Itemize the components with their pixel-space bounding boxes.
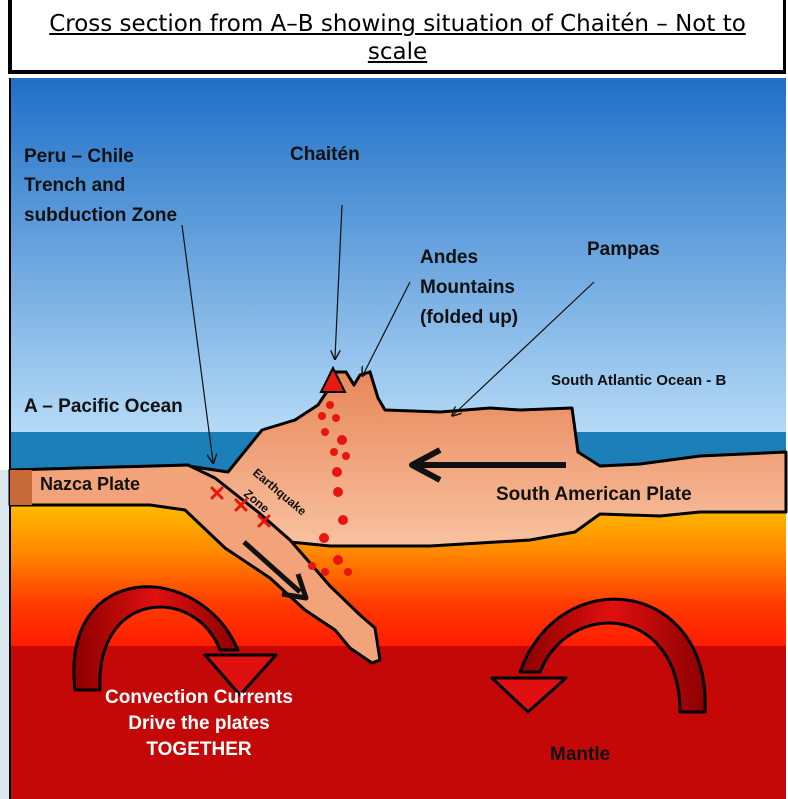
- chaiten-label: Chaitén: [290, 144, 360, 165]
- nazca-plate-label: Nazca Plate: [40, 474, 140, 494]
- mantle-label: Mantle: [550, 744, 610, 765]
- left-edge-line: [9, 78, 11, 799]
- pacific-ocean-label: A – Pacific Ocean: [24, 396, 183, 417]
- nazca-plate-edge: [10, 470, 32, 505]
- left-edge-strip: [0, 470, 10, 799]
- south-american-plate-label: South American Plate: [496, 484, 692, 505]
- andes-label-line3: (folded up): [420, 307, 518, 328]
- andes-label-line1: Andes: [420, 247, 478, 268]
- trench-label-line1: Peru – Chile: [24, 146, 134, 167]
- convection-label-line3: TOGETHER: [146, 739, 251, 760]
- convection-label-line2: Drive the plates: [128, 713, 270, 734]
- convection-label-line1: Convection Currents: [105, 687, 293, 708]
- pampas-label: Pampas: [587, 239, 660, 260]
- mantle-deep: [10, 646, 786, 799]
- andes-label-line2: Mountains: [420, 277, 515, 298]
- atlantic-ocean-label: South Atlantic Ocean - B: [551, 372, 726, 389]
- trench-label-line2: Trench and: [24, 175, 125, 196]
- trench-label-line3: subduction Zone: [24, 205, 177, 226]
